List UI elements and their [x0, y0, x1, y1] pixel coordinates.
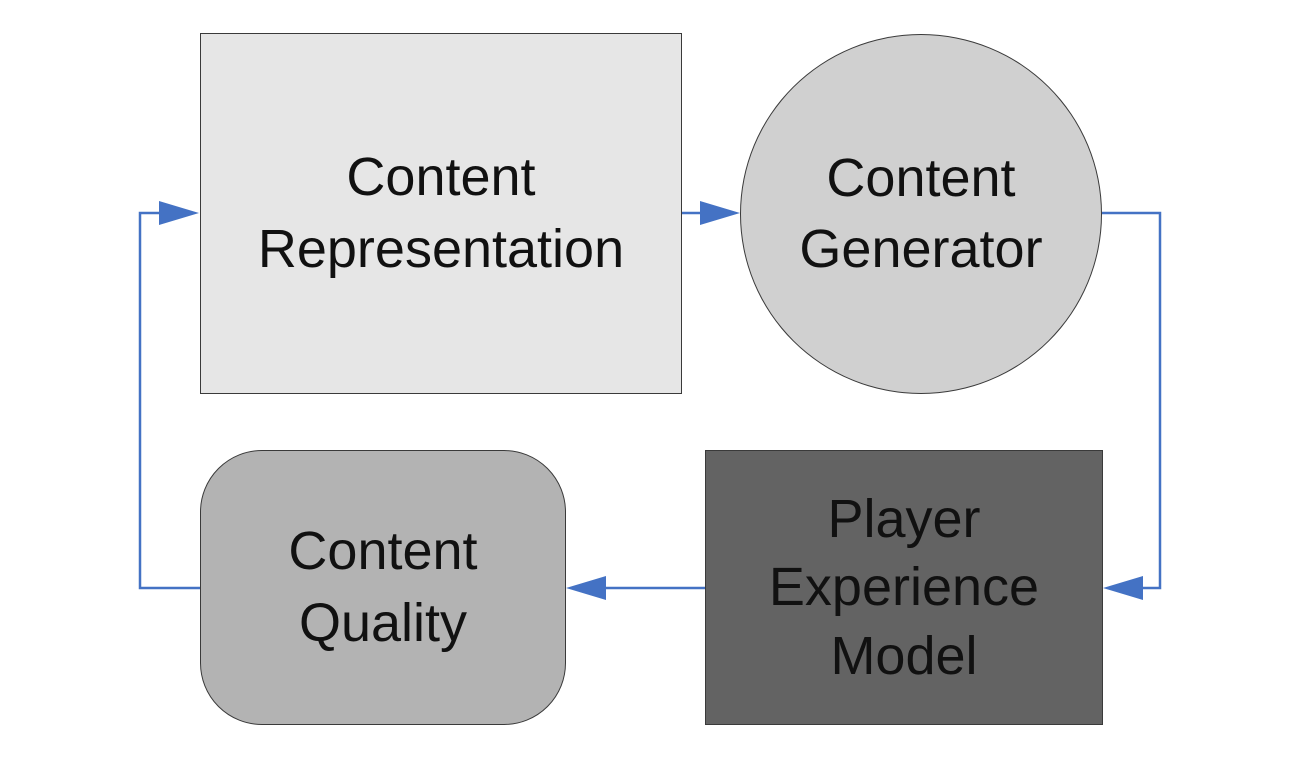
edge-quality-to-representation — [138, 201, 200, 590]
player-experience-model-line1: Player — [827, 488, 981, 549]
content-quality-box: Content Quality — [200, 450, 566, 725]
player-experience-model-line3: Model — [830, 625, 978, 686]
player-experience-model-line2: Experience — [768, 557, 1040, 618]
content-quality-line2: Quality — [298, 592, 468, 653]
arrowhead-icon — [159, 201, 199, 225]
arrowhead-icon — [566, 576, 606, 600]
player-experience-model-box: Player Experience Model — [705, 450, 1103, 725]
content-representation-box: Content Representation — [200, 33, 682, 394]
edge-generator-to-experience — [1102, 211, 1162, 600]
content-generator-line1: Content — [826, 147, 1016, 208]
content-generator-circle: Content Generator — [740, 34, 1102, 394]
content-generator-line2: Generator — [799, 219, 1043, 279]
arrowhead-icon — [1103, 576, 1143, 600]
edge-representation-to-generator — [682, 201, 740, 225]
content-representation-line1: Content — [346, 147, 536, 208]
content-representation-line2: Representation — [257, 218, 625, 279]
arrowhead-icon — [700, 201, 740, 225]
edge-experience-to-quality — [566, 576, 705, 600]
content-quality-line1: Content — [288, 521, 478, 582]
